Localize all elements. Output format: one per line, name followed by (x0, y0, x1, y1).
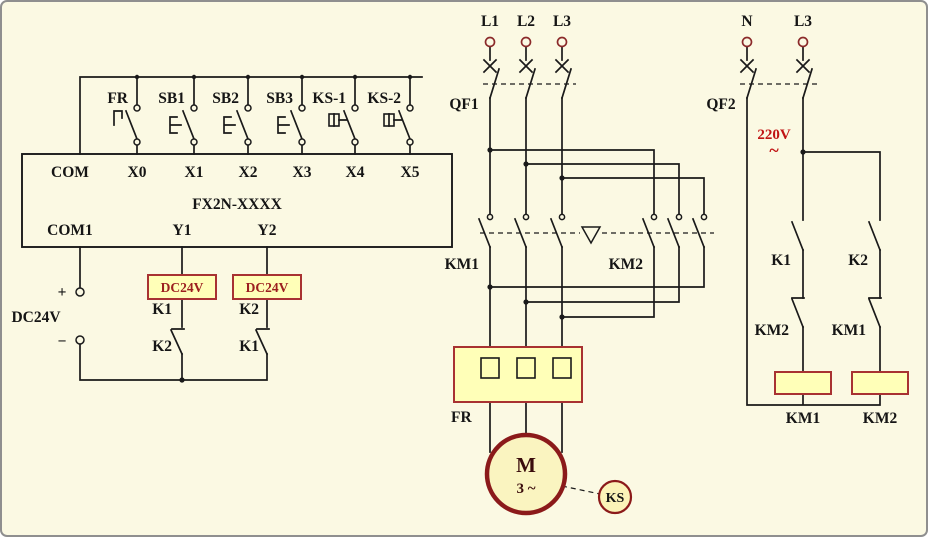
phase-terminal-circles (484, 36, 568, 48)
overload-fr-box (453, 346, 583, 403)
contact-k2-label: K2 (848, 252, 868, 269)
contact-k1-label: K1 (771, 252, 791, 269)
motor-circle (484, 432, 568, 516)
voltage-tilde: ~ (769, 140, 779, 160)
motor-phase-label: 3 ~ (516, 481, 535, 497)
device-label-fr: FR (107, 90, 128, 107)
interlock-k2-label: K2 (152, 338, 172, 355)
motor-ks-coupling-dash (561, 485, 601, 495)
terminal-x1: X1 (185, 164, 204, 181)
voltage-label: 220V (757, 127, 791, 143)
qf2-x-marks (739, 58, 811, 74)
terminal-com1: COM1 (47, 222, 93, 239)
terminal-com: COM (51, 164, 89, 181)
relay-k2-coil-box (232, 274, 302, 300)
qf1-x-marks (482, 58, 570, 74)
device-label-sb2: SB2 (212, 90, 239, 107)
control-terminal-circles (741, 36, 809, 48)
interlock-km2-label: KM2 (755, 322, 790, 339)
fr-heater-element-1 (480, 357, 500, 379)
coil-km1-label: KM1 (786, 410, 820, 427)
phase-l3-label: L3 (553, 13, 571, 30)
phase-l2-label: L2 (517, 13, 535, 30)
fr-heater-element-2 (516, 357, 536, 379)
device-label-ks1: KS-1 (312, 90, 346, 107)
ks-box-links (333, 113, 403, 127)
fr-heater-element-3 (552, 357, 572, 379)
phase-l1-label: L1 (481, 13, 499, 30)
relay-k1-box-label: DC24V (161, 280, 204, 295)
control-phase-label: L3 (794, 13, 812, 30)
pushbutton-actuator-icons (169, 116, 290, 134)
relay-k1-coil-box (147, 274, 217, 300)
linkage-triangle-icon (580, 226, 602, 245)
control-contact-blades (790, 220, 882, 329)
device-label-ks2: KS-2 (367, 90, 401, 107)
km1-coil-box (774, 371, 832, 395)
control-wiring (746, 46, 881, 406)
relay-k2-box-label: DC24V (246, 280, 289, 295)
supply-minus-sign: − (58, 333, 67, 350)
motor-letter: M (516, 453, 536, 477)
interlock-k1-label: K1 (239, 338, 259, 355)
overload-fr-label: FR (451, 409, 472, 426)
neutral-label: N (741, 13, 752, 30)
input-terminal-circles (75, 104, 414, 345)
supply-plus-sign: + (58, 284, 67, 301)
relay-k1-coil-label: K1 (152, 301, 172, 318)
breaker-qf1-label: QF1 (449, 96, 478, 113)
terminal-y1: Y1 (173, 222, 192, 239)
control-junction-dot (800, 149, 806, 155)
speed-switch-contact-icons (328, 113, 403, 127)
speed-switch-label: KS (606, 491, 625, 506)
terminal-y2: Y2 (258, 222, 277, 239)
power-junction-dots (487, 147, 565, 320)
device-label-sb1: SB1 (158, 90, 185, 107)
plc-section: FR SB1 SB2 SB3 KS-1 KS-2 COM X0 X1 X2 X3… (11, 74, 453, 383)
contactor-km1-label: KM1 (445, 256, 479, 273)
breaker-qf2-label: QF2 (706, 96, 736, 113)
power-circuit-section: L1 L2 L3 QF1 KM1 KM2 FR M 3 ~ KS (445, 13, 714, 516)
rail-junction-dots (134, 74, 413, 383)
control-circuit-section: N L3 QF2 220V ~ K1 K2 KM2 KM1 KM1 KM2 (706, 13, 909, 427)
terminal-x5: X5 (401, 164, 420, 181)
relay-k2-coil-label: K2 (239, 301, 259, 318)
km2-coil-box (851, 371, 909, 395)
device-label-sb3: SB3 (266, 90, 293, 107)
plc-contact-blades (124, 109, 412, 356)
terminal-x4: X4 (346, 164, 365, 181)
speed-switch-circle (597, 479, 633, 515)
contactor-km2-label: KM2 (609, 256, 644, 273)
km-contact-terminals (486, 213, 708, 221)
interlock-km1-label: KM1 (832, 322, 866, 339)
plc-wiring (79, 76, 423, 381)
plc-body-box (21, 153, 453, 248)
terminal-x2: X2 (239, 164, 258, 181)
terminal-x3: X3 (293, 164, 312, 181)
coil-km2-label: KM2 (863, 410, 898, 427)
plc-model: FX2N-XXXX (192, 196, 282, 213)
terminal-x0: X0 (128, 164, 147, 181)
overload-contact-hook-icon (113, 110, 123, 126)
supply-label: DC24V (11, 309, 61, 326)
